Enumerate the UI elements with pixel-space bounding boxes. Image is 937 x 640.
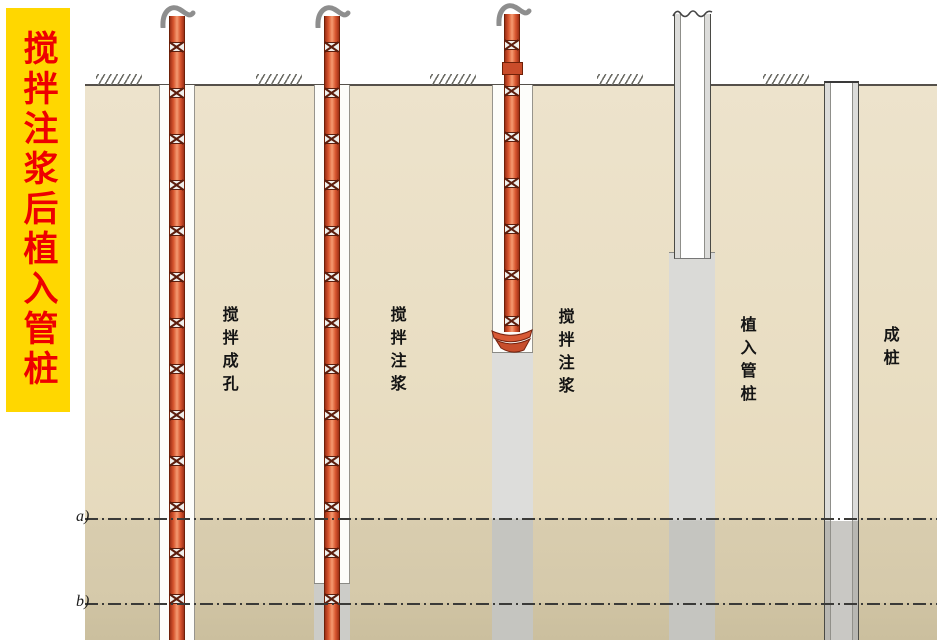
stage3-grout-column: [492, 352, 533, 640]
ground-hatch: [430, 74, 476, 85]
stage2-label: 搅拌注浆: [387, 306, 405, 398]
stage4-label: 植入管桩: [737, 316, 755, 408]
auger-bit-icon: [491, 329, 533, 353]
reference-line-b: [85, 603, 937, 605]
marker-b-label: b): [76, 593, 90, 610]
reference-line-a: [85, 518, 937, 520]
ground-hatch: [763, 74, 809, 85]
rod-coupling: [502, 62, 523, 75]
stage3-label: 搅拌注浆: [555, 308, 573, 400]
banner-title: 搅拌注浆后植入管桩: [18, 30, 58, 390]
hose-swivel-icon: [160, 5, 196, 28]
stage4-pipe-pile: [674, 14, 711, 259]
stage1-auger-rod: [169, 16, 185, 640]
stage5-completed-pile: [824, 81, 859, 640]
title-banner: 搅拌注浆后植入管桩: [6, 8, 70, 412]
hose-swivel-icon: [496, 3, 532, 26]
pipe-break-icon: [672, 10, 713, 18]
ground-hatch: [96, 74, 142, 85]
marker-a-label: a): [76, 508, 90, 525]
stage3-auger-rod: [504, 14, 520, 332]
pile-embedded-section: [825, 521, 858, 640]
ground-hatch: [597, 74, 643, 85]
stage1-label: 搅拌成孔: [219, 306, 237, 398]
stage5-label: 成桩: [880, 326, 898, 372]
stage4-grout-column: [669, 252, 715, 640]
stage2-auger-rod: [324, 16, 340, 640]
hose-swivel-icon: [315, 5, 351, 28]
ground-hatch: [256, 74, 302, 85]
